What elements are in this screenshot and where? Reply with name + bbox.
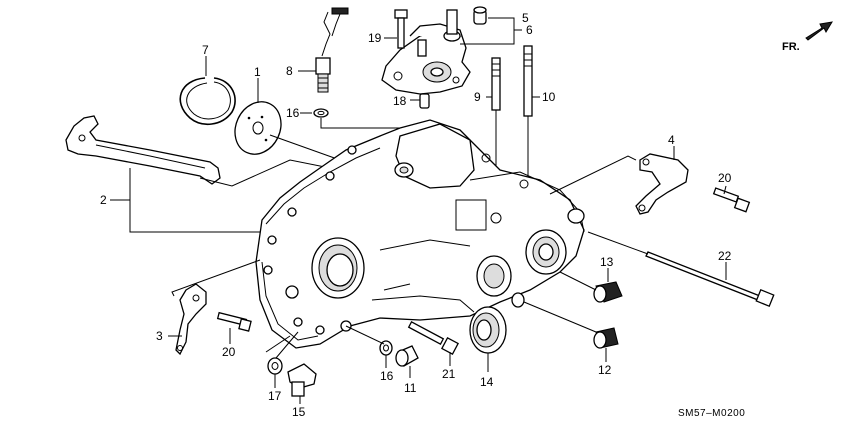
part-bolt-19 — [394, 9, 408, 49]
callout-19: 19 — [368, 31, 382, 45]
callout-16-top: 16 — [286, 106, 300, 120]
part-plug-12 — [593, 327, 619, 349]
callout-5: 5 — [522, 11, 529, 25]
callout-1: 1 — [254, 65, 261, 79]
callout-11: 11 — [404, 381, 417, 395]
front-arrow-icon — [805, 21, 833, 41]
callout-18: 18 — [393, 94, 407, 108]
part-washer-top — [313, 108, 329, 118]
callout-7: 7 — [202, 43, 209, 57]
callout-labels: 7 1 2 3 4 5 6 8 9 10 11 12 13 14 15 16 1… — [100, 11, 732, 419]
part-long-plate — [65, 115, 221, 185]
part-oil-seal-14 — [469, 292, 525, 354]
diagram-code: SM57–M0200 — [678, 408, 745, 419]
part-transmission-housing — [255, 119, 585, 349]
part-washer-17 — [267, 357, 283, 375]
part-dowel-18 — [419, 93, 430, 109]
callout-12: 12 — [598, 363, 612, 377]
callout-14: 14 — [480, 375, 494, 389]
callout-3: 3 — [156, 329, 163, 343]
callout-17: 17 — [268, 389, 282, 403]
part-shift-cover — [381, 9, 471, 95]
part-stud-9 — [491, 57, 501, 111]
part-bracket-3 — [175, 283, 207, 356]
part-stud-10 — [523, 45, 533, 117]
callout-2: 2 — [100, 193, 107, 207]
direction-label: FR. — [782, 41, 800, 53]
callout-22: 22 — [718, 249, 732, 263]
part-sensor-switch — [315, 7, 349, 93]
callout-13: 13 — [600, 255, 614, 269]
callout-15: 15 — [292, 405, 306, 419]
part-plug-13 — [593, 281, 623, 303]
part-drain-plug-15 — [287, 363, 317, 397]
callout-20-right: 20 — [718, 171, 732, 185]
callout-10: 10 — [542, 90, 556, 104]
part-bolt-20-right — [712, 187, 751, 213]
callout-6: 6 — [526, 23, 533, 37]
callout-20-left: 20 — [222, 345, 236, 359]
part-bolt-20-left — [216, 311, 252, 332]
part-bracket-4 — [635, 153, 689, 215]
callout-16-lower: 16 — [380, 369, 394, 383]
part-washer-lower — [379, 340, 393, 356]
part-snap-ring — [179, 77, 236, 125]
part-long-bolt-22 — [645, 251, 775, 308]
front-direction-indicator: FR. — [782, 21, 833, 53]
callout-8: 8 — [286, 64, 293, 78]
part-cap — [473, 6, 487, 25]
part-plug-11 — [395, 345, 419, 367]
part-bolt-21 — [407, 321, 459, 355]
part-shim-disc — [234, 101, 282, 155]
callout-9: 9 — [474, 90, 481, 104]
callout-4: 4 — [668, 133, 675, 147]
callout-21: 21 — [442, 367, 456, 381]
